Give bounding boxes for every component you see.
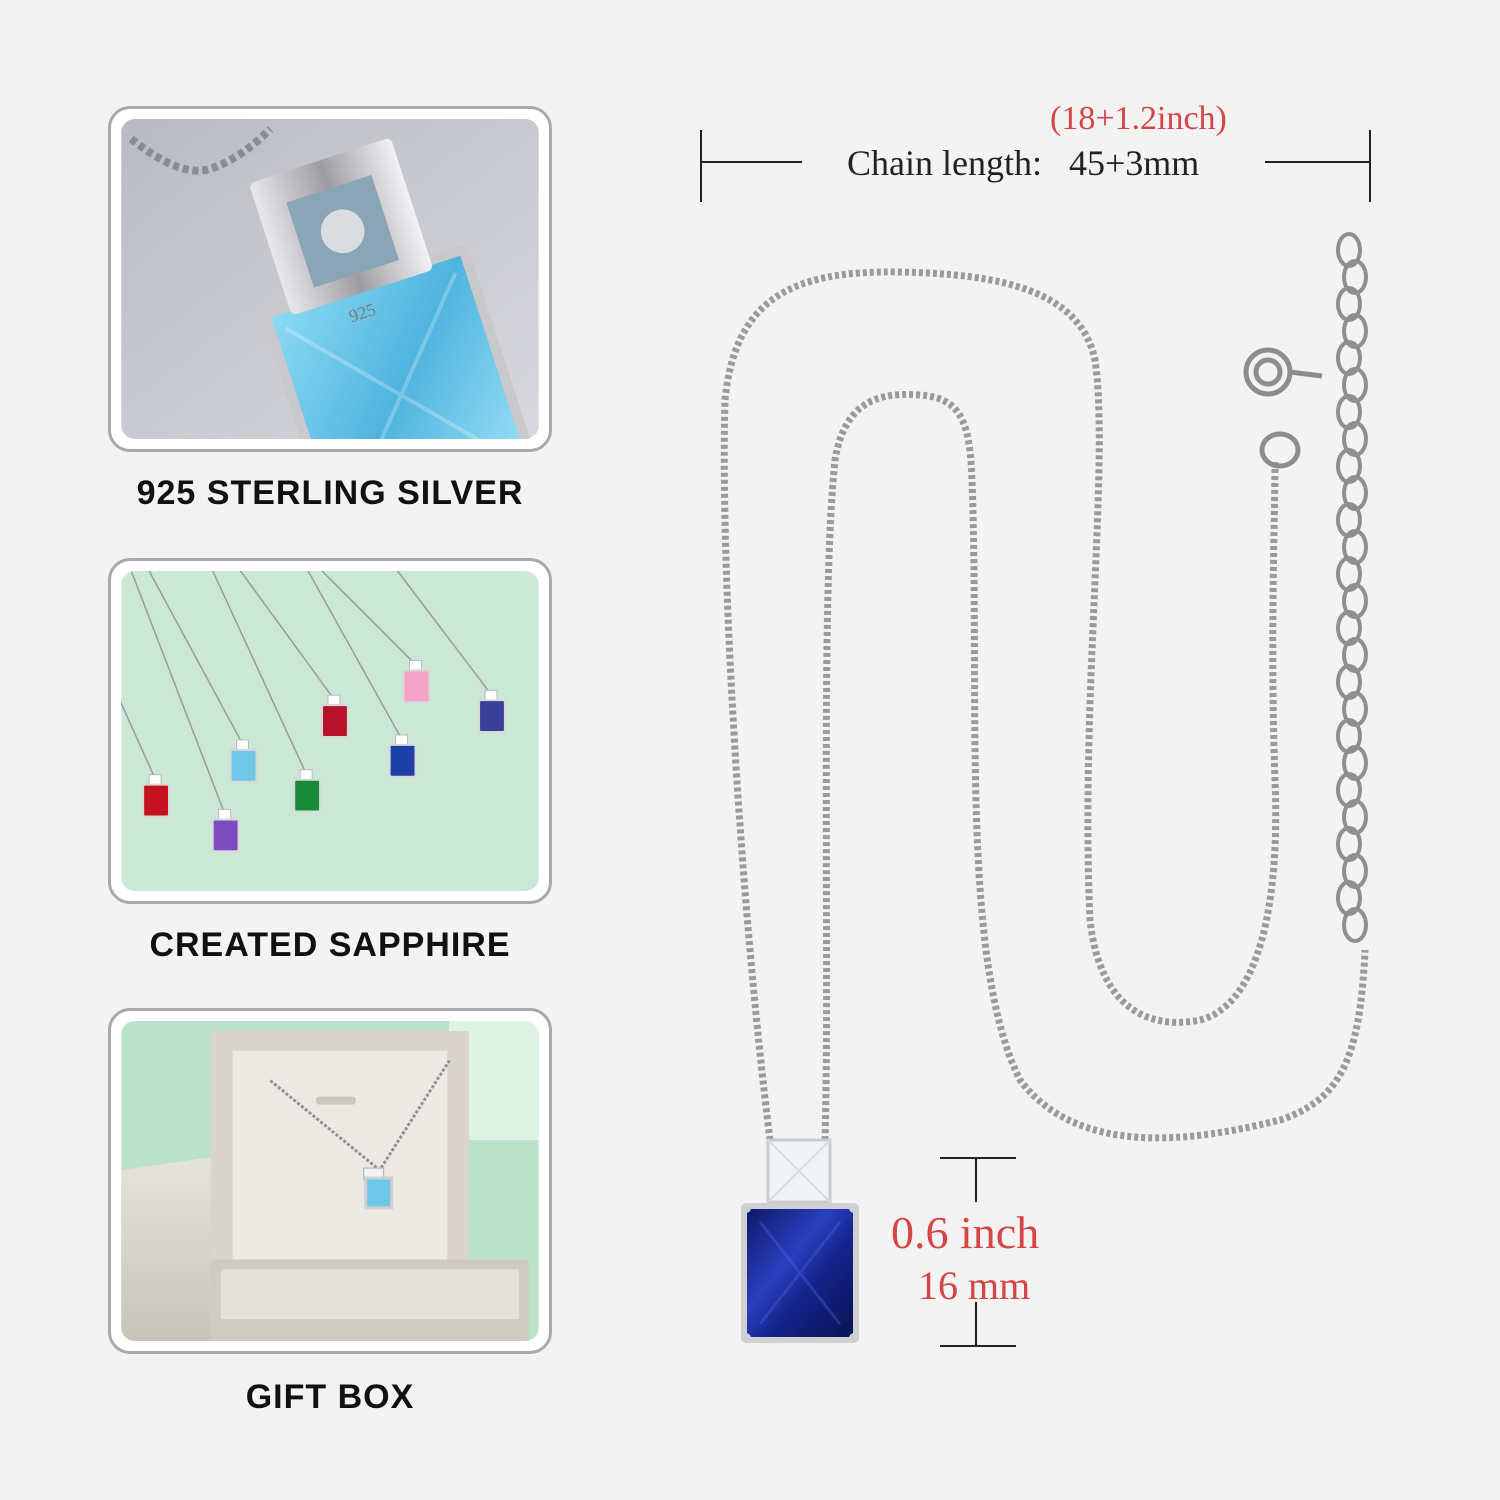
silver-closeup-panel: 925 bbox=[108, 106, 552, 452]
sapphire-collection-panel bbox=[108, 558, 552, 904]
gem-pendant bbox=[239, 571, 349, 738]
gift-box-panel bbox=[108, 1008, 552, 1354]
chain-length-value: 45+3mm bbox=[1068, 143, 1200, 183]
gem-pendant bbox=[212, 571, 322, 813]
outer-chain bbox=[720, 268, 1280, 1141]
spring-ring-clasp bbox=[1243, 347, 1323, 469]
silver-closeup-image: 925 bbox=[121, 119, 539, 439]
panel-caption-sapphire: CREATED SAPPHIRE bbox=[149, 926, 511, 964]
chain-length-mm-caption: Chain length: 45+3mm bbox=[847, 142, 1199, 184]
extender-chain bbox=[1336, 232, 1368, 943]
gem-pendant bbox=[130, 571, 240, 853]
chain-length-dimension bbox=[700, 130, 1371, 202]
necklace-diagram bbox=[700, 130, 1371, 1347]
gem-pendant bbox=[307, 571, 417, 778]
panel-caption-gift-box: GIFT BOX bbox=[245, 1378, 415, 1416]
sapphire-pendant bbox=[741, 1138, 859, 1343]
inner-chain bbox=[821, 391, 1369, 1142]
gift-box-image bbox=[121, 1021, 539, 1341]
pendant-height-mm: 16 mm bbox=[918, 1263, 1031, 1308]
chain-length-label: Chain length: bbox=[847, 143, 1042, 183]
gem-pendant bbox=[121, 701, 170, 818]
gem-pendant bbox=[321, 571, 431, 704]
gem-pendant bbox=[148, 571, 258, 783]
extender-link bbox=[1342, 907, 1368, 943]
chain-length-inch-label: (18+1.2inch) bbox=[1050, 100, 1227, 137]
pendant-height-dimension bbox=[940, 1157, 1016, 1347]
gem-pendant bbox=[396, 571, 506, 733]
pendant-height-inch: 0.6 inch bbox=[891, 1207, 1040, 1258]
panel-caption-silver: 925 STERLING SILVER bbox=[136, 474, 524, 512]
sapphire-collection-image bbox=[121, 571, 539, 891]
